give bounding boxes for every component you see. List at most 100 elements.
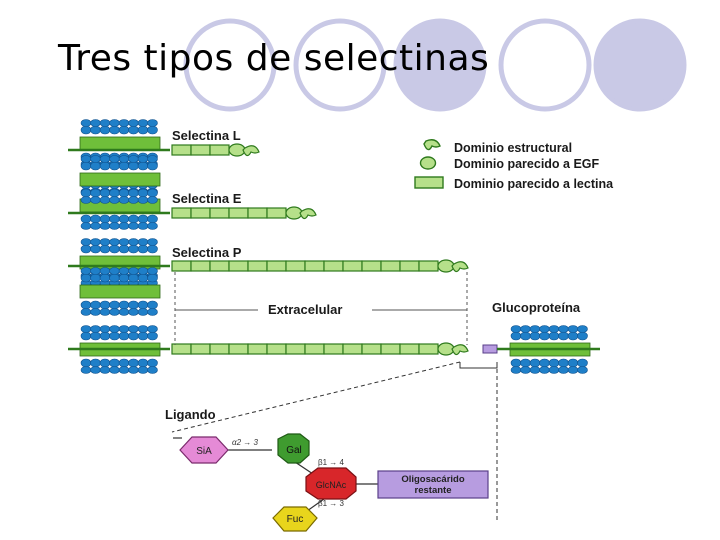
lipid-head [109, 222, 120, 230]
sia-label: SiA [196, 446, 212, 457]
lectin-like-domain [361, 260, 382, 272]
membrane-fill-1 [79, 155, 161, 204]
lipid-head [99, 244, 111, 254]
lectin-like-domain [342, 343, 363, 355]
lectin-like-domain [380, 260, 401, 272]
gal-label: Gal [286, 445, 302, 456]
lipid-head [520, 358, 531, 368]
lipid-head [529, 358, 541, 368]
lipid-head [147, 267, 158, 275]
ligand-structure: SiA Gal GlcNAc Fuc α2 → 3 β1 → 4 β1 → 3 … [173, 433, 489, 532]
deco-circle [393, 18, 487, 112]
lipid-head [147, 214, 158, 224]
lipid-head [137, 325, 149, 333]
lipid-head [80, 188, 92, 198]
lipid-head [80, 125, 92, 135]
lipid-head [147, 188, 158, 198]
lectin-like-domain [342, 260, 363, 272]
lipid-head [80, 222, 92, 230]
membrane-fill-2 [79, 267, 161, 316]
lipid-head [548, 325, 560, 333]
lipid-head [137, 267, 149, 275]
lipid-head [147, 358, 158, 368]
lipid-head [128, 155, 139, 163]
glycoprotein-ligand-tip [482, 344, 498, 354]
lectin-like-domain [285, 260, 306, 272]
lipid-head [90, 188, 101, 198]
lectin-like-domain [266, 260, 287, 272]
glcnac-node: GlcNAc [305, 467, 357, 500]
lipid-head [109, 188, 120, 198]
bond-beta1-3-label: β1 → 3 [318, 499, 344, 508]
lipid-head [109, 366, 120, 374]
lipid-head [137, 188, 149, 198]
selectin-p-protein [68, 259, 469, 273]
lipid-head [147, 119, 158, 127]
lipid-core [79, 136, 161, 151]
lipid-head [529, 325, 541, 333]
lipid-head [99, 300, 111, 310]
lipid-head [118, 222, 130, 230]
membrane-selectin-e [79, 181, 161, 230]
lipid-head [90, 331, 101, 341]
lipid-head [137, 125, 149, 135]
lipid-head [558, 331, 569, 341]
ligand-title: Ligando [165, 407, 216, 422]
selectin-e-label: Selectina E [172, 191, 242, 206]
deco-circle-filled [398, 23, 482, 107]
lipid-head [99, 273, 111, 283]
lipid-head [118, 188, 130, 198]
lipid-head [147, 366, 158, 374]
sia-node: SiA [179, 436, 229, 464]
lectin-like-domain [190, 144, 211, 156]
lipid-head [128, 308, 139, 316]
lectin-like-domain [190, 207, 211, 219]
lipid-head [80, 325, 92, 333]
lipid-head [137, 196, 149, 204]
legend-hook-icon [423, 139, 441, 151]
lipid-head [128, 125, 139, 135]
lipid-head [128, 273, 139, 283]
selectin-proteins [68, 143, 600, 356]
lipid-head [99, 222, 111, 230]
lectin-like-domain [171, 260, 192, 272]
lipid-head [118, 119, 130, 127]
fuc-label: Fuc [287, 514, 304, 525]
lipid-head [128, 188, 139, 198]
legend-lectin-label: Dominio parecido a lectina [454, 177, 614, 191]
lipid-head [567, 331, 579, 341]
lipid-head [80, 196, 92, 204]
lipid-head [80, 155, 92, 163]
lipid-core [79, 284, 161, 299]
lectin-like-domain [228, 207, 249, 219]
lipid-head [147, 196, 158, 204]
lipid-head [99, 155, 111, 163]
lipid-head [90, 196, 101, 204]
lipid-head [577, 331, 588, 341]
remaining-oligosaccharide-box: Oligosacárido restante [377, 470, 489, 499]
legend-oval-icon [419, 156, 437, 170]
lipid-head [539, 331, 550, 341]
lipid-head [558, 366, 569, 374]
lectin-like-domain [171, 343, 192, 355]
lipid-head [90, 238, 101, 246]
lipid-head [128, 214, 139, 224]
lipid-head [118, 155, 130, 163]
lipid-head [137, 238, 149, 246]
lectin-like-domain [171, 144, 192, 156]
lipid-head [109, 308, 120, 316]
lipid-head [90, 308, 101, 316]
lipid-head [90, 161, 101, 171]
legend-egf-label: Dominio parecido a EGF [454, 157, 600, 171]
lectin-like-domain [399, 343, 420, 355]
lipid-head [99, 125, 111, 135]
lipid-head [137, 366, 149, 374]
lectin-like-domain [361, 343, 382, 355]
lectin-like-domain [247, 207, 268, 219]
lipid-head [137, 161, 149, 171]
selectin-l-label: Selectina L [172, 128, 241, 143]
lipid-head [548, 331, 560, 341]
glcnac-label: GlcNAc [316, 480, 347, 490]
zoom-lines [171, 361, 498, 520]
lectin-like-domain [304, 343, 325, 355]
